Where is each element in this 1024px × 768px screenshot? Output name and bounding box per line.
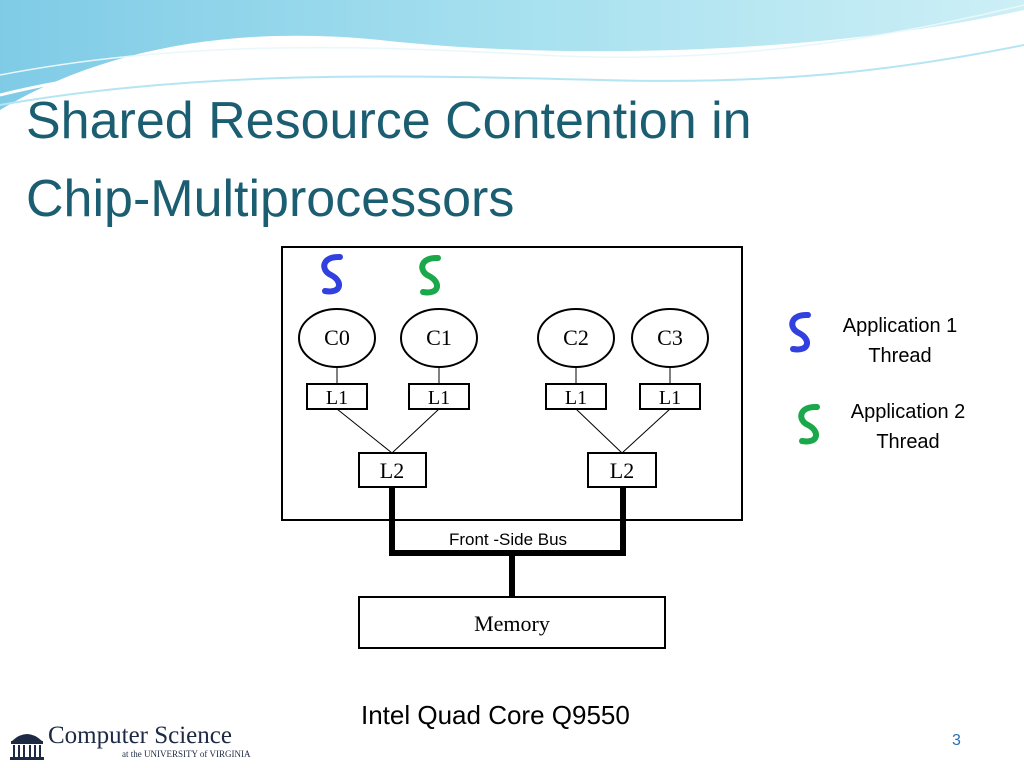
core-c0-label: C0 [324,325,350,350]
core-c1-label: C1 [426,325,452,350]
l2-cache-label: L2 [380,458,404,483]
rotunda-icon [10,734,44,760]
l1-cache-c2: L1 [545,383,607,410]
l2-cache-left: L2 [358,452,427,488]
app1-thread-icon [321,254,343,295]
core-c2-label: C2 [563,325,589,350]
l1-cache-c3: L1 [639,383,701,410]
app2-thread-icon [419,255,441,296]
legend-app2-thread-icon [798,404,820,445]
front-side-bus [389,487,626,597]
l1-cache-label: L1 [565,387,587,409]
l1-cache-label: L1 [659,387,681,409]
core-l1-connectors [336,367,671,384]
legend-app1-line1: Application 1 [843,315,958,337]
logo-subtitle: at the UNIVERSITY of VIRGINIA [122,749,251,759]
l1-cache-label: L1 [428,387,450,409]
front-side-bus-label: Front -Side Bus [449,530,567,549]
title-line-1: Shared Resource Contention in [26,92,752,150]
l1-cache-c0: L1 [306,383,368,410]
computer-science-logo: Computer Science at the UNIVERSITY of VI… [10,722,250,762]
l1-l2-connectors [336,408,671,454]
l1-cache-label: L1 [326,387,348,409]
core-c1: C1 [400,308,478,368]
legend-app2-line2: Thread [876,431,939,453]
core-c0: C0 [298,308,376,368]
l2-cache-label: L2 [610,458,634,483]
l2-cache-right: L2 [587,452,657,488]
legend-app1-line2: Thread [868,345,931,367]
logo-title: Computer Science [48,722,232,749]
title-line-2: Chip-Multiprocessors [26,170,515,228]
memory-label: Memory [474,611,550,636]
header-wave-decoration [0,0,1024,110]
core-c2: C2 [537,308,615,368]
core-c3: C3 [631,308,709,368]
legend-app2-line1: Application 2 [851,401,966,423]
memory-block: Memory [358,596,666,649]
slide-title: Shared Resource Contention in Chip-Multi… [26,82,926,238]
core-c3-label: C3 [657,325,683,350]
legend-app1-thread-icon [789,312,811,353]
l1-cache-c1: L1 [408,383,470,410]
diagram-caption: Intel Quad Core Q9550 [361,700,630,730]
page-number: 3 [952,732,961,749]
legend: Application 1 Thread Application 2 Threa… [789,312,966,453]
